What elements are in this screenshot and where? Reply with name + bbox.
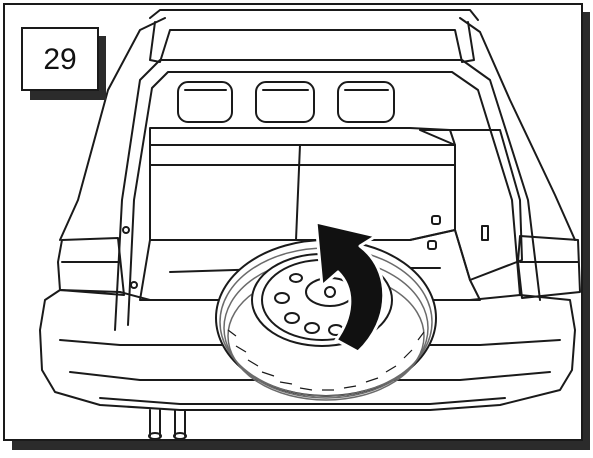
hub-centre — [325, 287, 335, 297]
step-number-badge: 29 — [22, 28, 106, 100]
step-number: 29 — [43, 43, 76, 76]
